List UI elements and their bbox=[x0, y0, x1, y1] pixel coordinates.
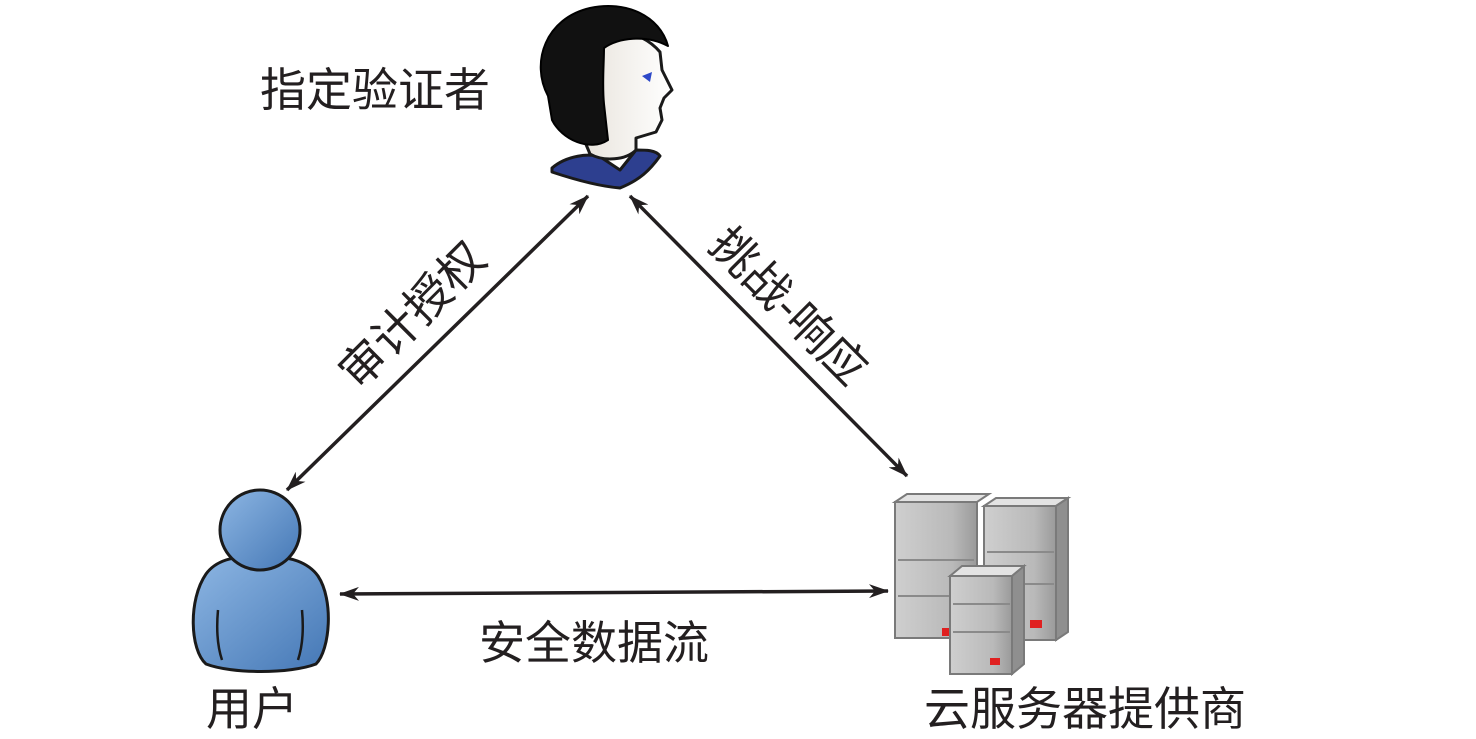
person-head-icon bbox=[539, 4, 674, 190]
audit-authorization-label: 审计授权 bbox=[328, 231, 496, 399]
verifier-label: 指定验证者 bbox=[260, 63, 490, 117]
server-rack-icon bbox=[891, 493, 1072, 677]
challenge-response-label: 挑战-响应 bbox=[699, 217, 878, 396]
secure-data-flow-arrow bbox=[339, 584, 889, 601]
user-icon bbox=[191, 488, 330, 673]
cloud-provider-label: 云服务器提供商 bbox=[924, 682, 1246, 736]
user-label: 用户 bbox=[206, 682, 298, 736]
secure-data-flow-label: 安全数据流 bbox=[479, 616, 709, 670]
audit-authorization-arrow bbox=[285, 194, 590, 492]
challenge-response-arrow bbox=[628, 194, 909, 478]
